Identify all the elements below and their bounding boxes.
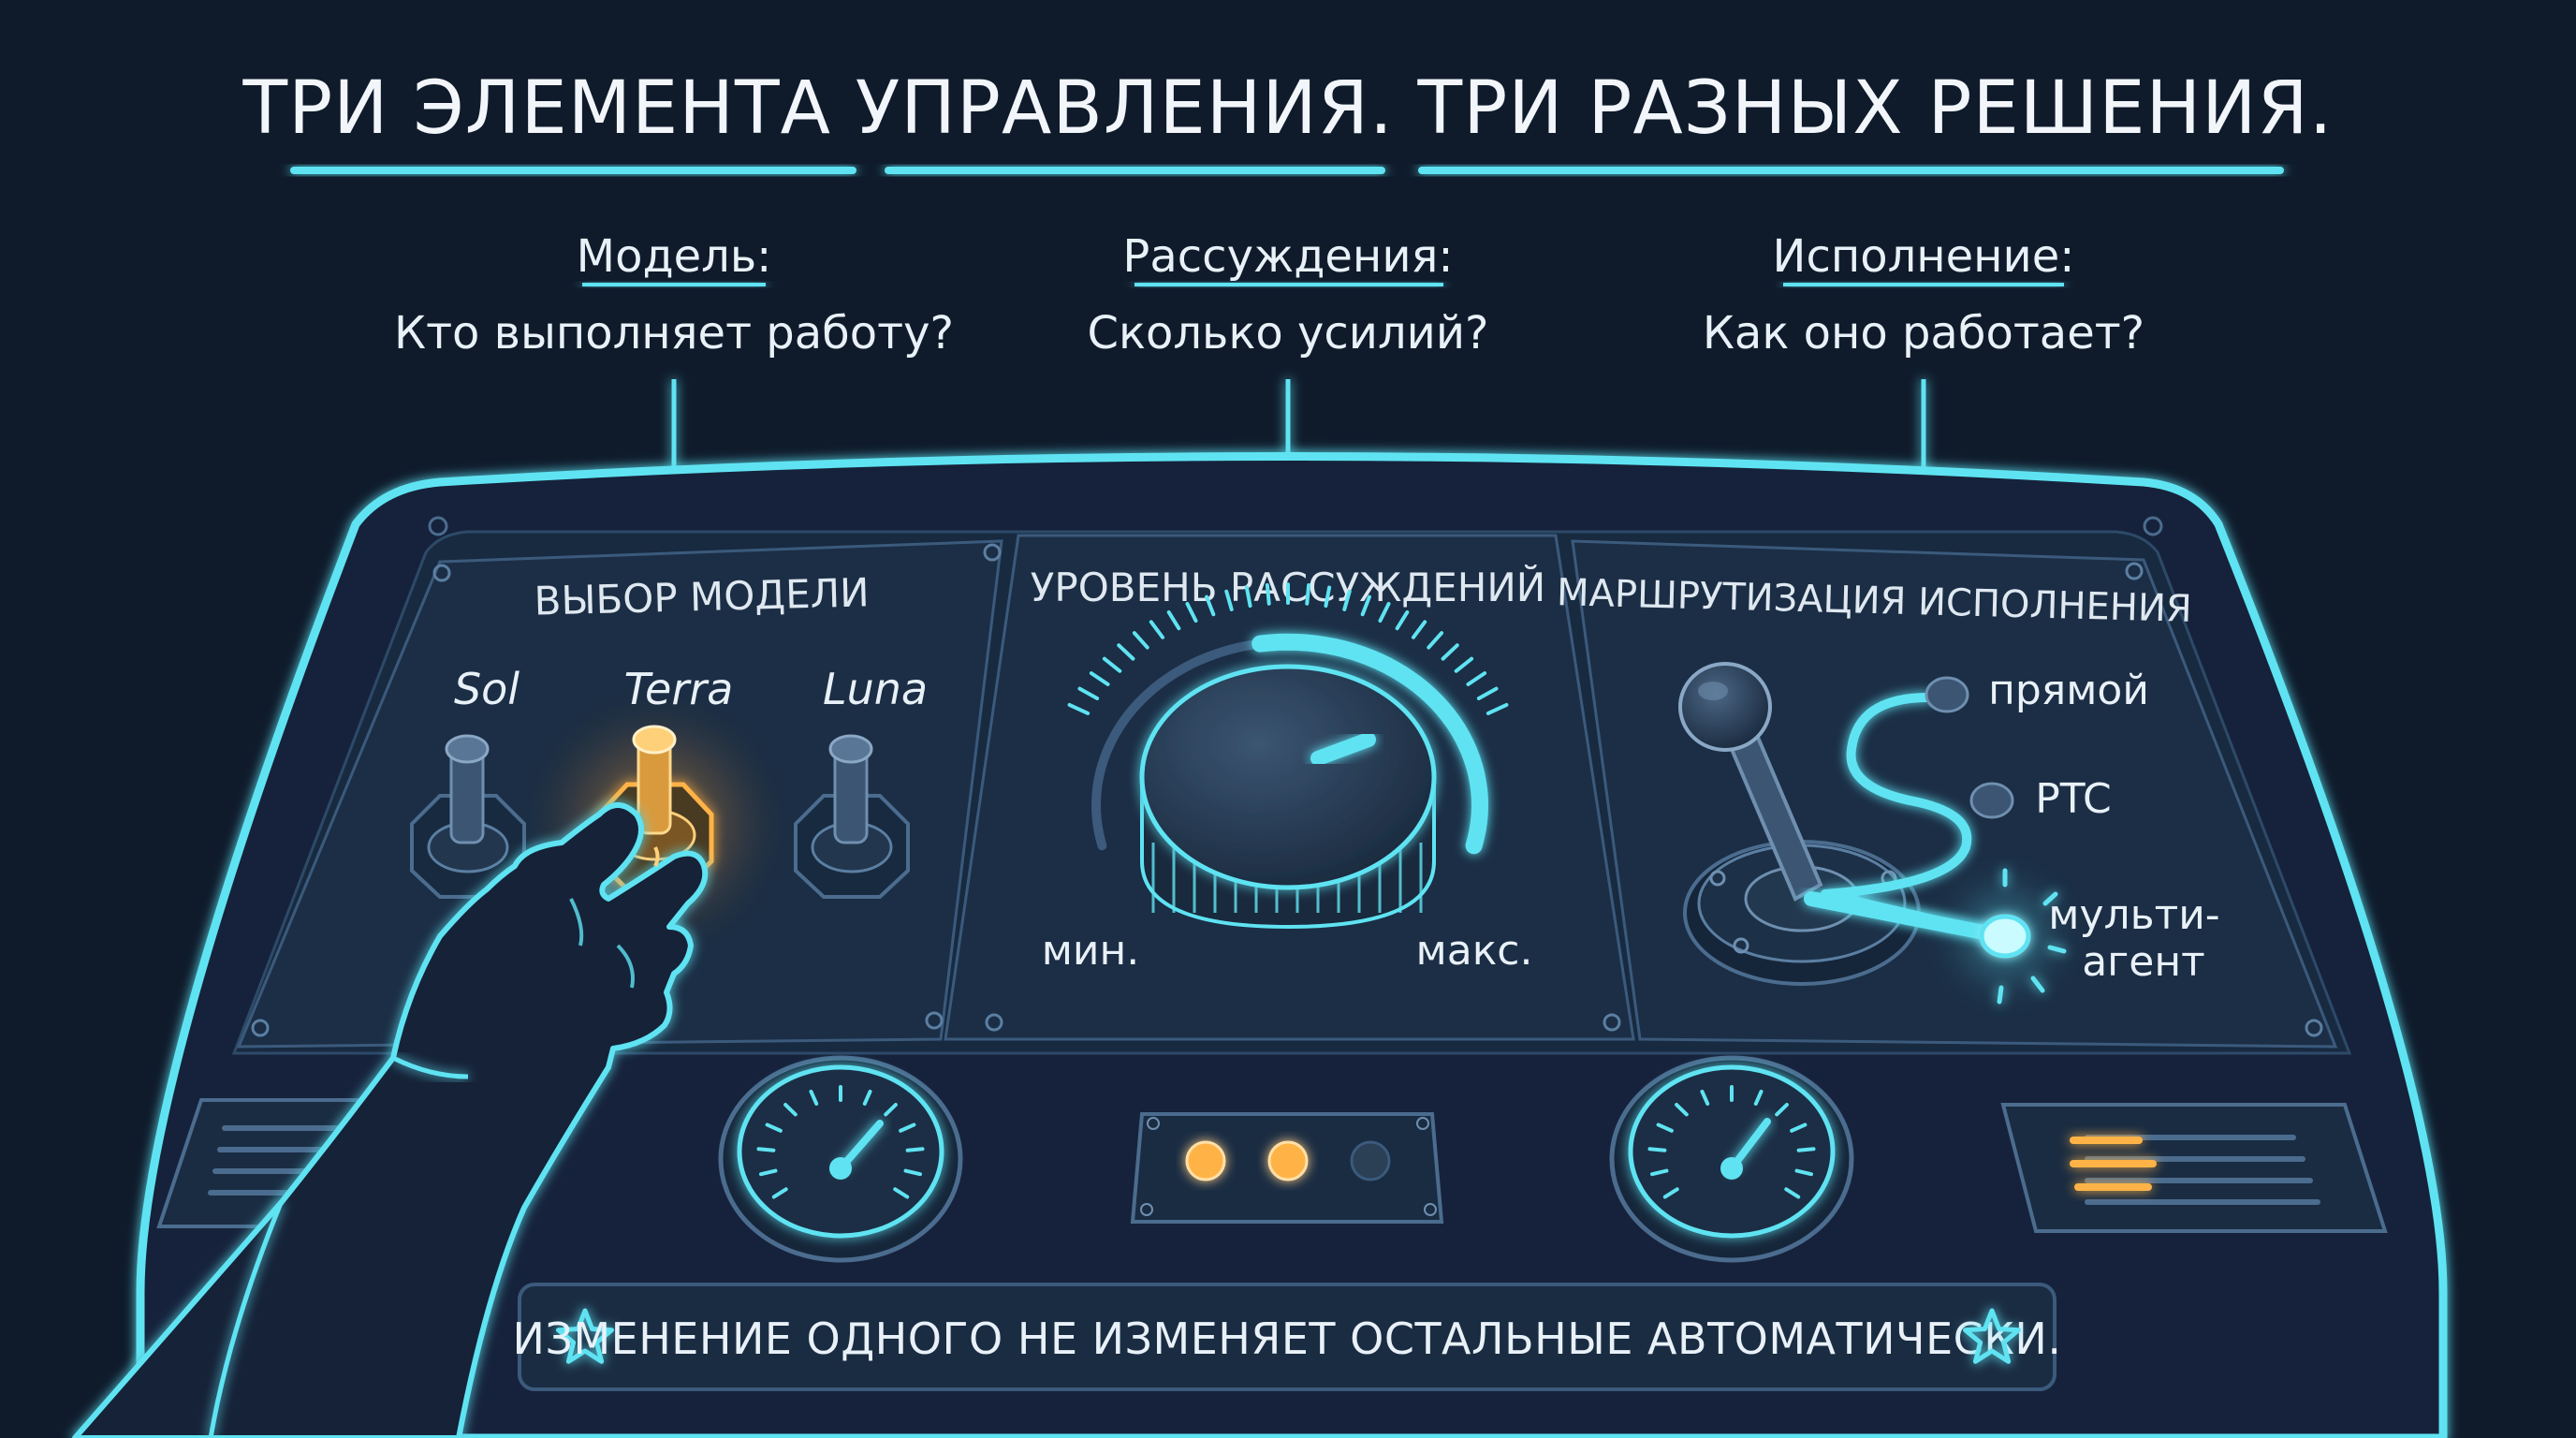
star-icon (556, 1308, 614, 1364)
route-button-ptc[interactable] (1969, 782, 2014, 819)
dial-tick (1166, 609, 1181, 631)
dial-tick (1441, 643, 1459, 661)
model-toggle-sol[interactable] (410, 734, 526, 899)
hand-illustration (72, 802, 709, 1438)
dial-tick (1244, 585, 1252, 609)
question-label-reasoning: Рассуждения: (1122, 230, 1453, 283)
dial-tick (1102, 656, 1122, 673)
gauge-left (718, 1055, 963, 1263)
question-text-reasoning: Сколько усилий? (1088, 307, 1489, 360)
right-vent-plate (2000, 1103, 2388, 1233)
question-reasoning: Рассуждения: Сколько усилий? (1088, 230, 1489, 511)
dial-tick (1360, 594, 1371, 617)
route-button-direct[interactable] (1925, 676, 1969, 713)
reasoning-level-arc (1251, 633, 1489, 855)
dial-tick (1378, 601, 1391, 624)
dial-tick (1427, 631, 1444, 650)
question-label-model: Модель: (577, 230, 772, 283)
dial-tick (1476, 686, 1499, 701)
question-model: Модель: Кто выполняет работу? (394, 230, 954, 521)
dial-tick (1117, 643, 1135, 661)
reasoning-knob-pointer (1310, 732, 1376, 766)
dial-tick (1089, 671, 1110, 686)
route-label-ptc: PTC (2035, 775, 2112, 823)
dial-tick (1411, 620, 1427, 639)
dial-tick (1324, 585, 1332, 609)
indicator-light (1267, 1140, 1309, 1181)
reasoning-dial-ticks (1067, 582, 1509, 851)
dial-base-arc (1090, 638, 1266, 851)
indicator-light (1350, 1140, 1391, 1181)
indicator-light-panel (1130, 1112, 1444, 1224)
footer-note-box: ИЗМЕНЕНИЕ ОДНОГО НЕ ИЗМЕНЯЕТ ОСТАЛЬНЫЕ А… (513, 1283, 2062, 1391)
model-toggle-luna[interactable] (794, 734, 910, 899)
dial-tick (1224, 589, 1234, 611)
route-button-multiagent[interactable] (1964, 868, 2067, 1005)
indicator-light (1185, 1140, 1226, 1181)
star-icon (1963, 1308, 2021, 1364)
gauge-right (1609, 1055, 1854, 1263)
dial-tick (1486, 702, 1509, 715)
page-title: ТРИ ЭЛЕМЕНТА УПРАВЛЕНИЯ. ТРИ РАЗНЫХ РЕШЕ… (242, 66, 2334, 151)
dial-tick (1067, 702, 1090, 715)
dial-tick (1342, 589, 1352, 611)
dial-tick (1132, 631, 1149, 650)
dial-tick (1205, 594, 1216, 617)
route-label-multiagent-line1: мульти- (2048, 891, 2219, 939)
dial-tick (1305, 583, 1311, 606)
route-label-direct: прямой (1988, 667, 2149, 714)
model-panel-title: ВЫБОР МОДЕЛИ (534, 569, 870, 624)
route-label-multiagent-line2: агент (2082, 938, 2205, 986)
model-option-sol-label: Sol (454, 664, 520, 714)
reasoning-max-label: макс. (1416, 927, 1533, 975)
dial-tick (1185, 601, 1198, 624)
question-text-execution: Как оно работает? (1703, 307, 2144, 360)
model-option-luna-label: Luna (823, 664, 928, 714)
dial-tick (1265, 583, 1271, 606)
dial-tick (1454, 656, 1474, 673)
reasoning-knob[interactable] (1139, 664, 1437, 930)
reasoning-min-label: мин. (1042, 927, 1140, 975)
question-text-model: Кто выполняет работу? (394, 307, 954, 360)
dial-tick (1077, 686, 1100, 701)
title-underline (290, 167, 2284, 174)
dial-tick (1466, 671, 1487, 686)
dial-tick (1149, 620, 1165, 639)
glow-rays-icon (1997, 868, 2067, 1005)
question-label-execution: Исполнение: (1773, 230, 2075, 283)
dial-tick (1395, 609, 1410, 631)
model-option-terra-label: Terra (624, 664, 734, 714)
footer-note-text: ИЗМЕНЕНИЕ ОДНОГО НЕ ИЗМЕНЯЕТ ОСТАЛЬНЫЕ А… (513, 1313, 2062, 1364)
